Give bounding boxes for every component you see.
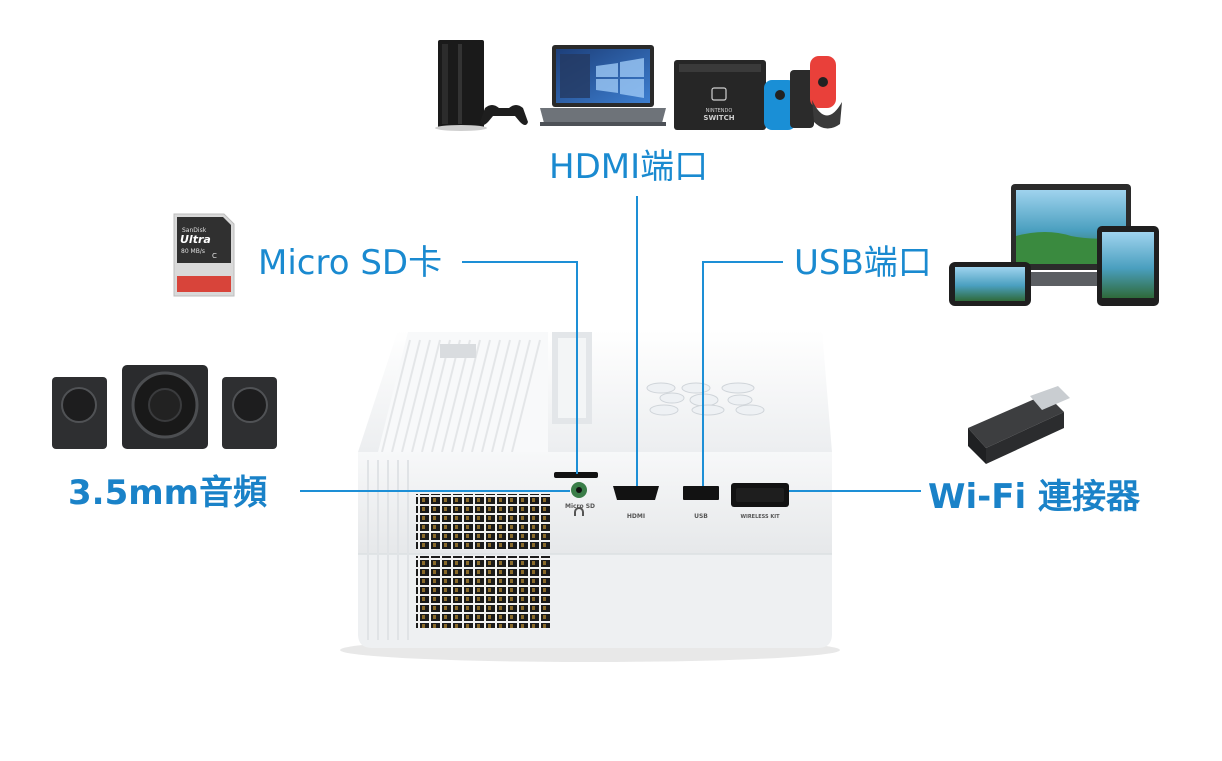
usb-leader-line <box>702 261 783 486</box>
ps4-console-icon <box>435 40 528 131</box>
leader-lines <box>300 196 921 492</box>
microsd-label: Micro SD卡 <box>258 243 443 283</box>
port-label-hdmi: HDMI <box>627 513 645 520</box>
headphone-icon <box>574 507 584 516</box>
sd-card-class: C <box>212 252 217 260</box>
nintendo-switch-icon: NINTENDO SWITCH <box>674 56 842 130</box>
switch-text-line1: NINTENDO <box>706 108 733 114</box>
wifi-connector-label: Wi-Fi 連接器 <box>928 477 1140 517</box>
devices-group-icon <box>949 184 1159 306</box>
wifi-dongle-icon <box>968 386 1070 464</box>
speakers-icon <box>52 365 277 449</box>
laptop-icon <box>540 45 666 126</box>
port-label-usb: USB <box>694 513 708 520</box>
port-label-wireless: WIRELESS KIT <box>740 514 780 520</box>
sd-card-brand: SanDisk <box>182 227 207 234</box>
hdmi-port-label: HDMI端口 <box>549 147 709 187</box>
sd-card-capacity: 80 MB/s <box>181 248 205 255</box>
usb-port-label: USB端口 <box>794 243 932 283</box>
projector-icon: Micro SD HDMI USB WIRELESS KIT <box>340 330 840 662</box>
port-label-micro-sd: Micro SD <box>565 503 595 510</box>
switch-text-line2: SWITCH <box>703 114 734 122</box>
sd-card-line: Ultra <box>180 233 211 246</box>
audio-label: 3.5mm音頻 <box>68 473 268 513</box>
microsd-leader-line <box>462 261 578 474</box>
sd-card-icon: SanDisk Ultra 80 MB/s C <box>173 213 235 297</box>
